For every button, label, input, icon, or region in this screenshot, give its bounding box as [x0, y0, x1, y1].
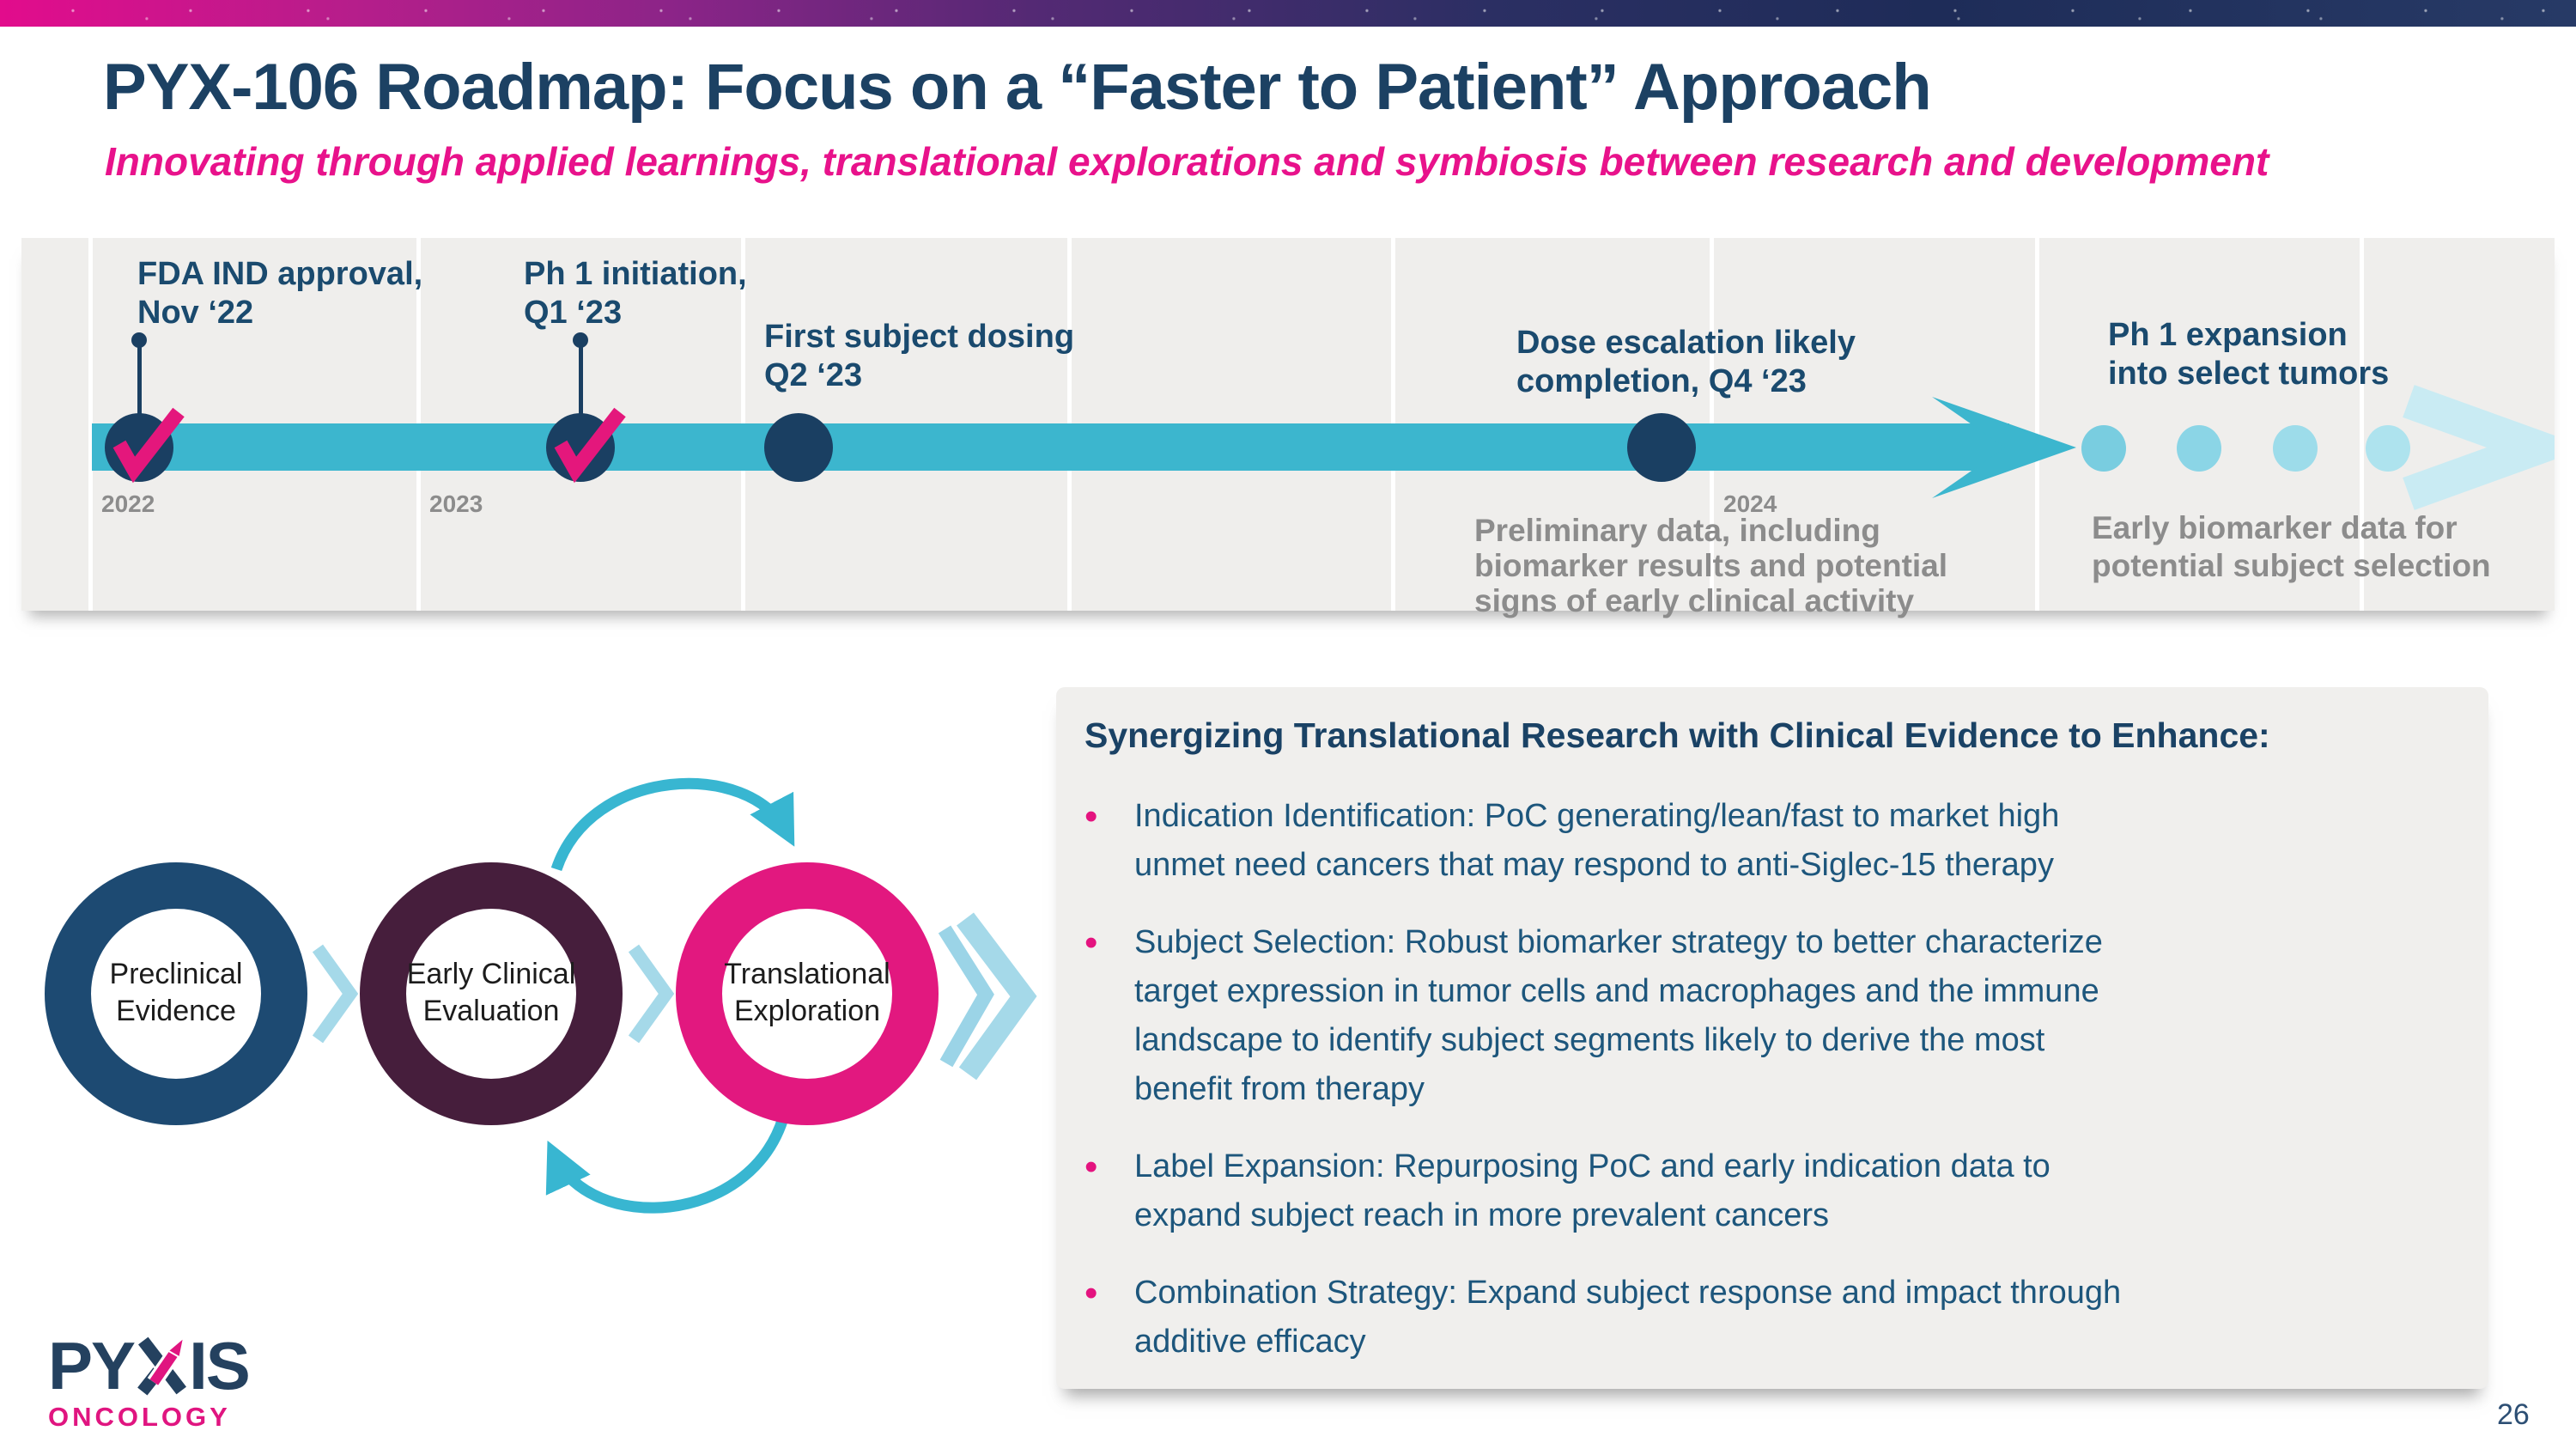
page-title: PYX-106 Roadmap: Focus on a “Faster to P…	[103, 51, 1932, 124]
milestone-stem-dot	[131, 332, 147, 348]
column-divider	[2360, 238, 2364, 611]
bullet-icon: •	[1084, 1272, 1098, 1314]
cycle-arrow-bottom	[545, 1117, 789, 1214]
bullet-text: Combination Strategy: Expand subject res…	[1134, 1275, 2122, 1360]
bullet-item: • Combination Strategy: Expand subject r…	[1084, 1269, 2463, 1367]
year-label: 2022	[101, 490, 155, 517]
panel-heading: Synergizing Translational Research with …	[1084, 715, 2270, 755]
milestone-label: FDA IND approval,Nov ‘22	[137, 256, 423, 331]
checkmark-icon	[112, 407, 185, 484]
checkmark-icon	[554, 407, 626, 484]
fade-dot	[2081, 425, 2126, 472]
year-label: 2023	[429, 490, 483, 517]
logo-text-after-x: IS	[189, 1328, 251, 1403]
bullet-icon: •	[1084, 922, 1098, 964]
bullet-icon: •	[1084, 795, 1098, 837]
milestone-marker-dose-escalation	[1627, 413, 1696, 482]
fade-dot	[2177, 425, 2221, 472]
milestone-label: Ph 1 initiation,Q1 ‘23	[524, 256, 747, 331]
ring-translational	[676, 862, 939, 1125]
double-chevron-icon	[938, 925, 994, 1068]
bullet-item: • Indication Identification: PoC generat…	[1084, 792, 2463, 890]
chevron-icon	[312, 944, 359, 1044]
timeline-arrow-shaft	[92, 423, 2009, 471]
milestone-marker-first-dosing	[764, 413, 833, 482]
logo-subtext: ONCOLOGY	[48, 1402, 231, 1432]
logo-wordmark: PY IS	[48, 1328, 251, 1403]
chevron-icon	[628, 944, 675, 1044]
milestone-stem	[579, 344, 583, 417]
top-gradient-bar	[0, 0, 2576, 27]
fade-dot	[2366, 425, 2410, 472]
bullet-item: • Subject Selection: Robust biomarker st…	[1084, 918, 2463, 1114]
milestone-stem	[137, 344, 142, 417]
year-label: 2024	[1723, 490, 1777, 517]
timeline-arrowhead	[1932, 397, 2076, 498]
bullet-icon: •	[1084, 1146, 1098, 1188]
synergy-panel: Synergizing Translational Research with …	[1056, 687, 2488, 1389]
double-chevron-icon	[957, 912, 1037, 1081]
panel-bullet-list: • Indication Identification: PoC generat…	[1084, 792, 2463, 1367]
pyxis-oncology-logo: PY IS ONCOLOGY	[48, 1328, 251, 1433]
research-cycle-diagram	[45, 777, 1037, 1214]
column-divider	[88, 238, 93, 611]
bullet-text: Label Expansion: Repurposing PoC and ear…	[1134, 1148, 2050, 1233]
logo-x-compass-icon	[137, 1336, 187, 1396]
cycle-arrow-top	[550, 777, 795, 872]
column-divider	[2035, 238, 2039, 611]
bullet-text: Indication Identification: PoC generatin…	[1134, 798, 2060, 883]
milestone-stem-dot	[573, 332, 588, 348]
ring-preclinical	[45, 862, 307, 1125]
fade-dot	[2273, 425, 2318, 472]
page-subtitle: Innovating through applied learnings, tr…	[105, 139, 2269, 184]
bullet-text: Subject Selection: Robust biomarker stra…	[1134, 924, 2103, 1107]
ring-early-clinical	[360, 862, 623, 1125]
timeline-band: FDA IND approval,Nov ‘22 Ph 1 initiation…	[21, 238, 2555, 618]
logo-text-before-x: PY	[48, 1328, 136, 1403]
bullet-item: • Label Expansion: Repurposing PoC and e…	[1084, 1142, 2463, 1240]
end-chevron-icon	[2403, 385, 2555, 510]
page-number: 26	[2497, 1398, 2530, 1431]
